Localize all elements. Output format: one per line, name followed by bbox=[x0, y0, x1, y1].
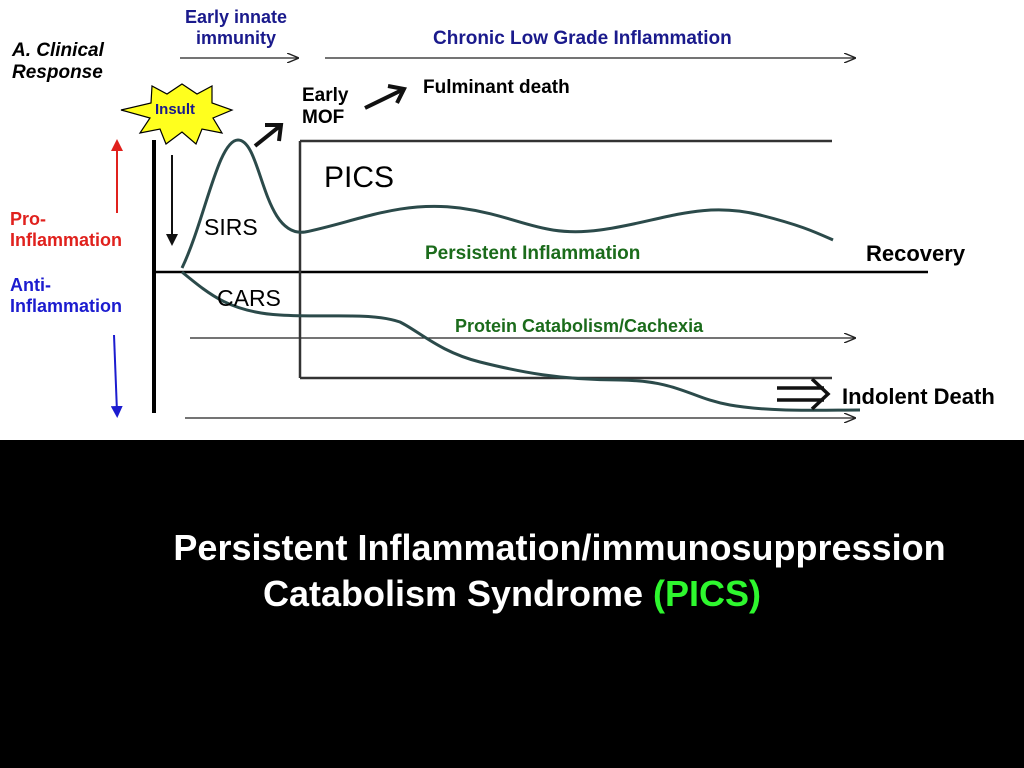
caption-line-1: Persistent Inflammation/immunosuppressio… bbox=[173, 527, 946, 568]
insult-label: Insult bbox=[155, 101, 195, 118]
insult-starburst-icon bbox=[120, 83, 234, 146]
pics-diagram bbox=[110, 0, 928, 440]
caption-pics-highlight: (PICS) bbox=[653, 573, 762, 614]
arrow-icon bbox=[364, 84, 407, 110]
cars-curve bbox=[181, 270, 861, 412]
catabolism-label: Protein Catabolism/Cachexia bbox=[455, 316, 704, 336]
indolent-death-label: Indolent Death bbox=[842, 384, 995, 409]
slide-caption: Persistent Inflammation/immunosuppressio… bbox=[0, 525, 1024, 617]
caption-line-2: Catabolism Syndrome (PICS) bbox=[262, 573, 762, 614]
cars-label: CARS bbox=[217, 285, 281, 311]
recovery-label: Recovery bbox=[866, 241, 966, 266]
arrow-icon bbox=[253, 123, 284, 148]
sirs-label: SIRS bbox=[204, 214, 258, 240]
pro-inflammation-label: Pro-Inflammation bbox=[10, 209, 123, 250]
chronic-label: Chronic Low Grade Inflammation bbox=[433, 28, 732, 49]
persistent-inflammation-label: Persistent Inflammation bbox=[425, 243, 641, 264]
sirs-curve bbox=[180, 138, 834, 269]
down-arrow-icon bbox=[110, 334, 123, 418]
pics-label: PICS bbox=[324, 161, 395, 194]
anti-inflammation-label: Anti-Inflammation bbox=[10, 275, 123, 316]
fulminant-label: Fulminant death bbox=[423, 77, 570, 98]
arrow-icon bbox=[777, 377, 831, 411]
